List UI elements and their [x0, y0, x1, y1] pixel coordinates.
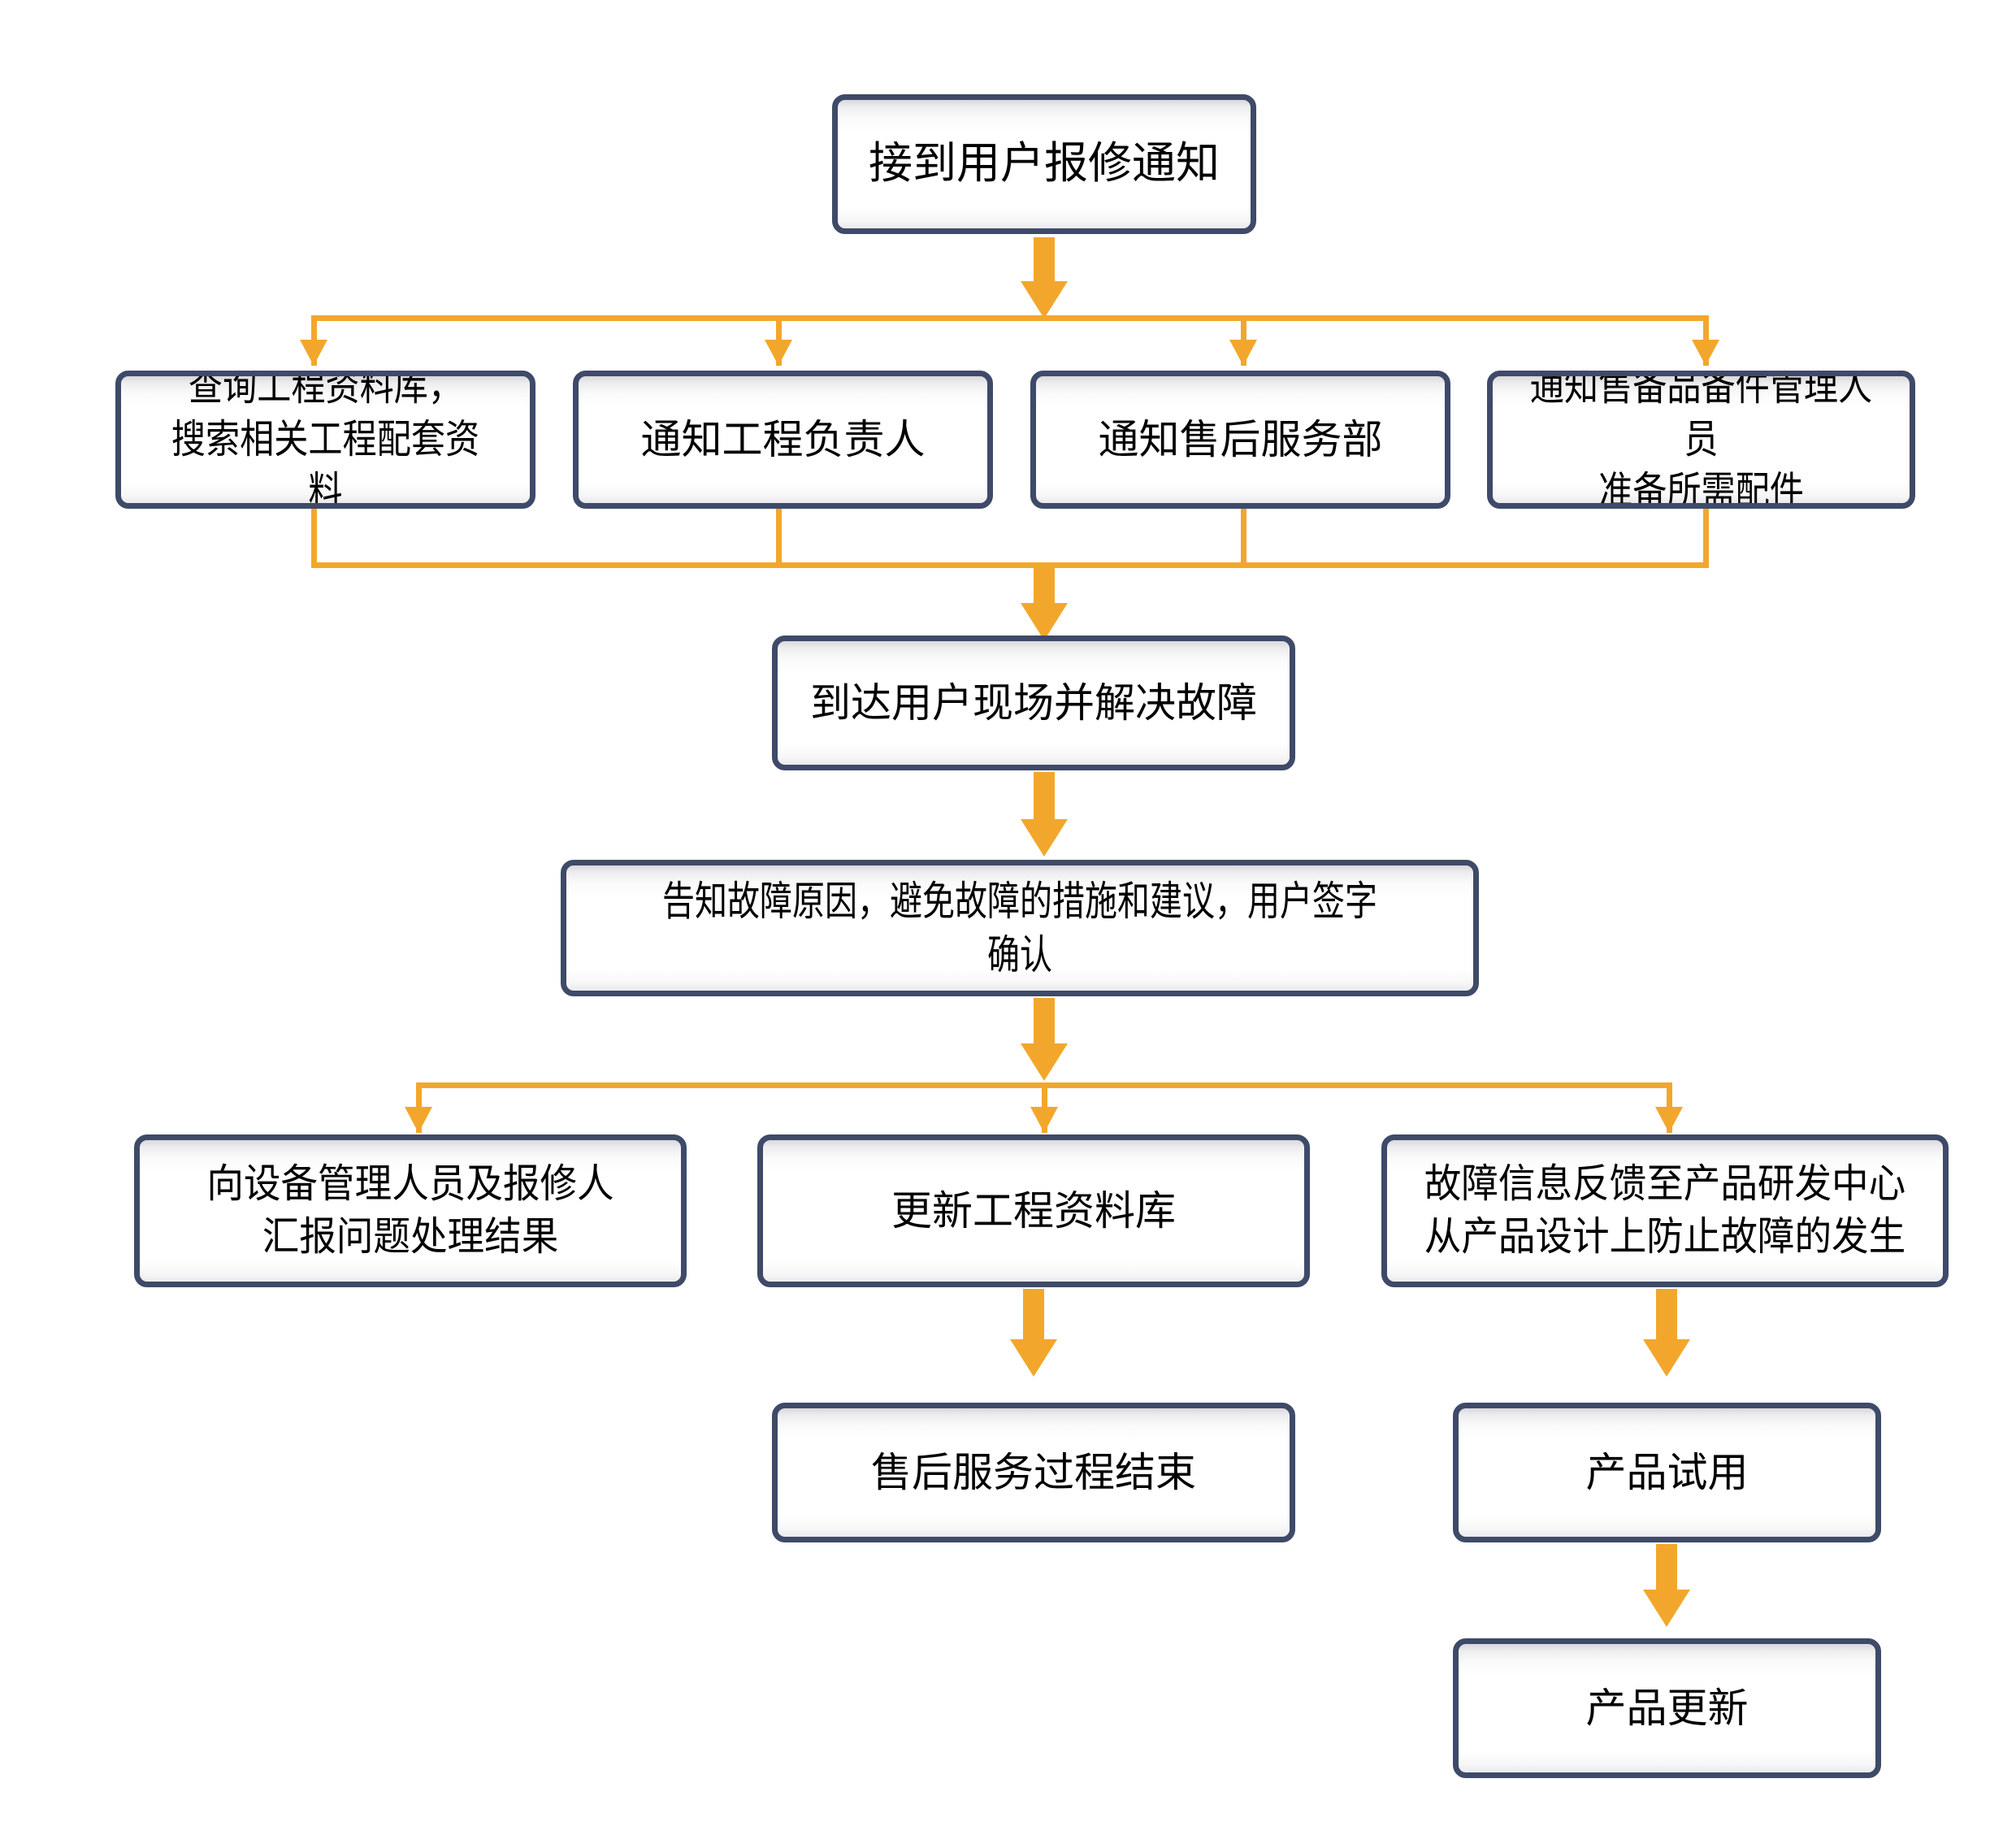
arrow-head: [1021, 819, 1068, 857]
arrow-n4-to-split: [1017, 998, 1071, 1081]
flow-node-n7c[interactable]: 产品更新: [1453, 1638, 1881, 1778]
arrow-head: [1643, 1339, 1690, 1377]
arrow-stem: [1034, 772, 1055, 821]
flow-node-label: 查询工程资料库， 搜索相关工程配套资料: [171, 371, 480, 509]
arrow-merge-to-n3: [1017, 562, 1071, 640]
arrow-head: [1021, 603, 1068, 640]
arrow-n5b-to-n6b: [1007, 1289, 1060, 1377]
branch-arrowhead-n5a: [405, 1107, 432, 1133]
flow-node-n6b[interactable]: 售后服务过程结束: [772, 1403, 1295, 1542]
flow-node-n5c[interactable]: 故障信息反馈至产品研发中心 从产品设计上防止故障的发生: [1381, 1134, 1949, 1287]
arrow-head: [1021, 1043, 1068, 1081]
flow-node-n5a[interactable]: 向设备管理人员及报修人 汇报问题处理结果: [134, 1134, 687, 1287]
flow-node-n2c[interactable]: 通知售后服务部: [1030, 371, 1450, 509]
flow-node-label: 产品更新: [1585, 1685, 1749, 1731]
flow-node-n1[interactable]: 接到用户报修通知: [832, 94, 1256, 234]
arrow-stem: [1656, 1289, 1677, 1341]
flow-node-label: 更新工程资料库: [891, 1188, 1176, 1234]
branch-arrowhead-n5c: [1655, 1107, 1683, 1133]
flow-node-label: 通知售后服务部: [1098, 417, 1383, 462]
arrow-head: [1010, 1339, 1057, 1377]
merge-bar-row2: [311, 562, 1709, 568]
flow-node-label: 售后服务过程结束: [871, 1450, 1196, 1495]
arrow-head: [1643, 1590, 1690, 1627]
split-bar-row2: [311, 315, 1709, 321]
flow-node-label: 到达用户现场并解决故障: [810, 680, 1257, 726]
merge-drop-n2b: [776, 509, 782, 562]
arrow-stem: [1656, 1544, 1677, 1591]
flow-node-n3[interactable]: 到达用户现场并解决故障: [772, 636, 1295, 770]
branch-arrowhead-n2b: [765, 340, 792, 366]
flow-node-label: 通知售备品备件管理人员 准备所需配件: [1529, 371, 1873, 509]
flow-node-label: 接到用户报修通知: [869, 139, 1220, 189]
arrow-head: [1021, 281, 1068, 319]
flow-node-n6c[interactable]: 产品试用: [1453, 1403, 1881, 1542]
arrow-stem: [1034, 562, 1055, 605]
arrow-n1-to-split: [1017, 237, 1071, 319]
flow-node-n5b[interactable]: 更新工程资料库: [757, 1134, 1310, 1287]
arrow-stem: [1034, 237, 1055, 283]
branch-arrowhead-n5b: [1030, 1107, 1058, 1133]
flow-node-label: 告知故障原因，避免故障的措施和建议，用户签字确认: [662, 878, 1377, 978]
branch-arrowhead-n2d: [1692, 340, 1719, 366]
branch-arrowhead-n2c: [1229, 340, 1257, 366]
arrow-n5c-to-n6c: [1640, 1289, 1693, 1377]
merge-drop-n2a: [311, 509, 317, 562]
flow-node-label: 故障信息反馈至产品研发中心 从产品设计上防止故障的发生: [1424, 1162, 1906, 1259]
flow-node-n2b[interactable]: 通知工程负责人: [573, 371, 993, 509]
merge-drop-n2c: [1241, 509, 1246, 562]
arrow-stem: [1034, 998, 1055, 1045]
flow-node-label: 通知工程负责人: [640, 417, 926, 462]
arrow-n3-to-n4: [1017, 772, 1071, 857]
arrow-stem: [1023, 1289, 1044, 1341]
flow-node-n2a[interactable]: 查询工程资料库， 搜索相关工程配套资料: [115, 371, 535, 509]
flow-node-label: 向设备管理人员及报修人 汇报问题处理结果: [206, 1162, 614, 1259]
flow-node-n2d[interactable]: 通知售备品备件管理人员 准备所需配件: [1487, 371, 1915, 509]
flow-node-label: 产品试用: [1585, 1450, 1749, 1495]
arrow-n6c-to-n7c: [1640, 1544, 1693, 1627]
flow-node-n4[interactable]: 告知故障原因，避免故障的措施和建议，用户签字确认: [561, 860, 1479, 996]
branch-arrowhead-n2a: [300, 340, 327, 366]
merge-drop-n2d: [1703, 509, 1709, 562]
